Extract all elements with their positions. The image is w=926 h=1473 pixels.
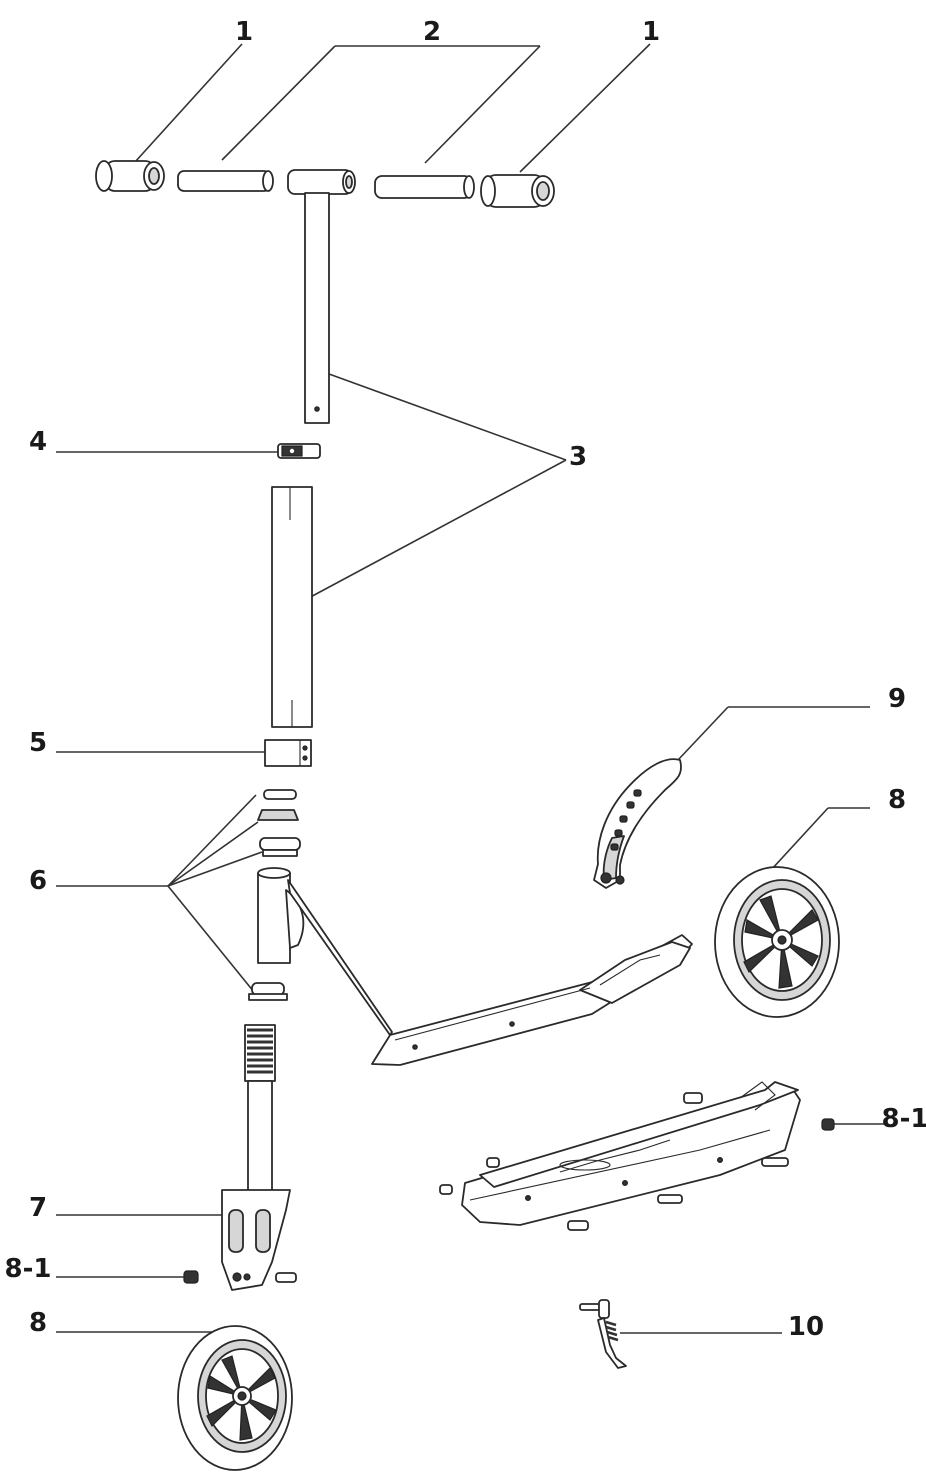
rear-wheel: [714, 866, 840, 1018]
deck-frame: [257, 867, 693, 1066]
fork-part: [221, 1024, 291, 1291]
callout-8-front: 8: [29, 1308, 47, 1338]
handlebar-grip-left: [95, 160, 165, 192]
handlebar-tbar: [287, 169, 356, 424]
rear-brake: [593, 758, 682, 889]
callout-5: 5: [29, 728, 47, 758]
callout-3: 3: [569, 442, 587, 472]
callout-labels: 1 2 1 3 4 5 6 7 8-1 8 9 8 8-1 10: [5, 17, 926, 1342]
headset-parts: [248, 789, 301, 1001]
axle-bolt-fork: [183, 1270, 297, 1284]
callout-8-1-front: 8-1: [5, 1254, 52, 1284]
deck-baseplate: [461, 1081, 801, 1226]
clamp-part: [277, 443, 321, 459]
callout-7: 7: [29, 1193, 47, 1223]
callout-2: 2: [423, 17, 441, 47]
callout-1-right: 1: [642, 17, 660, 47]
callout-4: 4: [29, 427, 47, 457]
handlebar-grip-right: [480, 174, 555, 208]
deck-screws: [439, 1092, 789, 1231]
kickstand: [579, 1299, 627, 1369]
compression-sleeve: [264, 739, 312, 767]
callout-10: 10: [788, 1312, 824, 1342]
front-wheel: [177, 1325, 293, 1471]
callout-9: 9: [888, 684, 906, 714]
axle-bolt-rear: [821, 1118, 835, 1131]
callout-1-left: 1: [235, 17, 253, 47]
handlebar-bar-right: [374, 175, 475, 199]
callout-6: 6: [29, 866, 47, 896]
bar-lower-tube: [271, 486, 313, 728]
leader-lines: [56, 43, 884, 1334]
callout-8-1-rear: 8-1: [882, 1104, 926, 1134]
callout-8-rear: 8: [888, 785, 906, 815]
handlebar-bar-left: [177, 170, 274, 192]
